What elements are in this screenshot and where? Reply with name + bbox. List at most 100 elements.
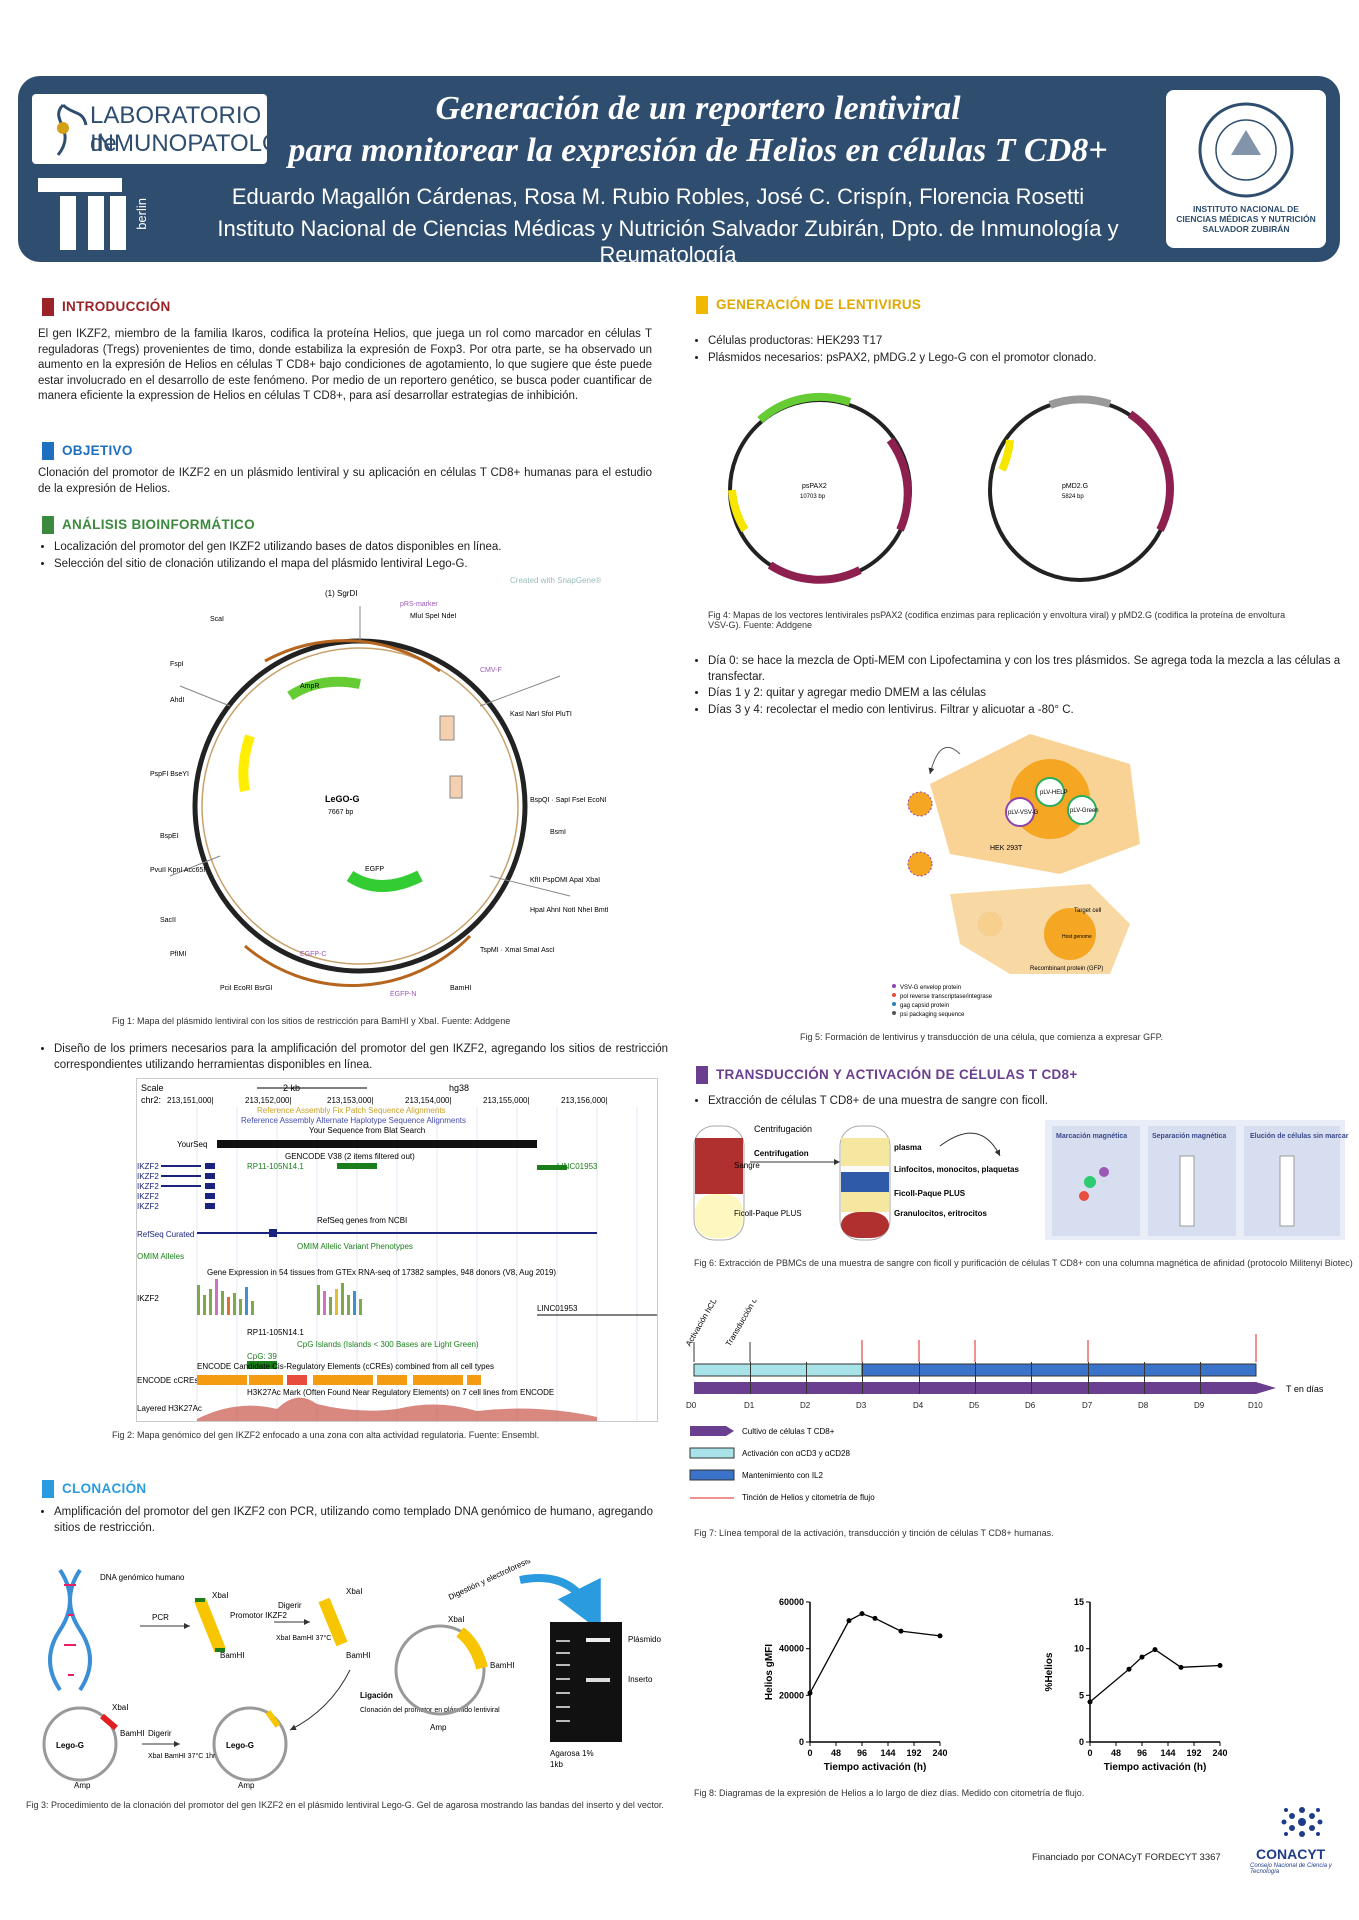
recomb-label: Recombinant protein (GFP) — [1030, 966, 1103, 972]
x-tick-label: 96 — [1137, 1748, 1147, 1758]
x-tick-label: 96 — [857, 1748, 867, 1758]
xbai-label: XbaI — [112, 1703, 128, 1712]
browser-coord: 213,154,000| — [405, 1096, 452, 1105]
track-label: Your Sequence from Blat Search — [309, 1126, 425, 1135]
pmd2g-label: pMD2.G — [1062, 483, 1088, 490]
svg-text:CMV-F: CMV-F — [480, 667, 502, 674]
y-tick-label: 20000 — [779, 1690, 804, 1700]
y-tick-label: 15 — [1074, 1597, 1084, 1607]
browser-scale-label: Scale — [141, 1083, 164, 1093]
incmnsz-logo: INSTITUTO NACIONAL DE CIENCIAS MÉDICAS Y… — [1166, 90, 1326, 248]
transduccion-bullets: Extracción de células T CD8+ de una mues… — [692, 1094, 1348, 1111]
bamhi-label: BamHI — [220, 1651, 244, 1660]
track-label: GENCODE V38 (2 items filtered out) — [285, 1152, 415, 1161]
linfocitos-label: Linfocitos, monocitos, plaquetas — [894, 1165, 1019, 1174]
y-tick-label: 5 — [1079, 1690, 1084, 1700]
lego-label: Lego-G — [226, 1741, 254, 1750]
x-tick-label: 0 — [1087, 1748, 1092, 1758]
primer-bullet-item: Diseño de los primers necesarios para la… — [54, 1042, 668, 1073]
svg-text:KfII PspOMI ApaI XbaI: KfII PspOMI ApaI XbaI — [530, 877, 600, 884]
mag-step-label: Separación magnética — [1152, 1133, 1226, 1140]
x-tick-label: 240 — [1212, 1748, 1227, 1758]
browser-assembly: hg38 — [449, 1083, 469, 1093]
data-point — [1087, 1699, 1093, 1705]
x-axis-label: Tiempo activación (h) — [824, 1762, 927, 1773]
lab-logo-line2: INMUNOPATOLOGÍA — [90, 130, 323, 157]
clonacion-bar — [42, 1480, 54, 1498]
analisis-bullets: Localización del promotor del gen IKZF2 … — [38, 540, 668, 573]
clonacion-heading: CLONACIÓN — [62, 1481, 147, 1496]
svg-text:PfIMI: PfIMI — [170, 951, 186, 958]
y-tick-label: 60000 — [779, 1597, 804, 1607]
title-line1: Generación de un reportero lentiviral — [435, 90, 961, 127]
gene-label: LINC01953 — [537, 1304, 578, 1313]
plasmid-size-label: 7667 bp — [328, 809, 353, 816]
track-label: OMIM Allelic Variant Phenotypes — [297, 1242, 413, 1251]
track-left-label: RefSeq Curated — [137, 1230, 194, 1239]
track-label: H3K27Ac Mark (Often Found Near Regulator… — [247, 1388, 554, 1397]
track-left-label: OMIM Alleles — [137, 1252, 184, 1261]
data-point — [807, 1690, 813, 1696]
authors: Eduardo Magallón Cárdenas, Rosa M. Rubio… — [231, 184, 1085, 209]
svg-text:BamHI: BamHI — [450, 985, 471, 992]
fig5-lentivirus-cycle: pLV-VSV-G pLV-HELP pLV-Green HEK 293T Ta… — [890, 724, 1150, 1024]
lentivirus-step: Días 1 y 2: quitar y agregar medio DMEM … — [708, 686, 1348, 702]
x-tick-label: 144 — [1160, 1748, 1175, 1758]
institution: Instituto Nacional de Ciencias Médicas y… — [217, 216, 1119, 267]
track-label: ENCODE Candidate Cis-Regulatory Elements… — [197, 1362, 494, 1371]
pcr-label: PCR — [152, 1613, 169, 1622]
x-tick-label: 240 — [932, 1748, 947, 1758]
timeline-day: D7 — [1082, 1401, 1093, 1410]
tu-logo-text: berlin — [134, 198, 149, 230]
data-point — [1217, 1662, 1223, 1668]
gene-label: RP11-105N14.1 — [247, 1328, 304, 1337]
x-tick-label: 48 — [831, 1748, 841, 1758]
svg-text:AmpR: AmpR — [300, 683, 319, 690]
svg-text:EGFP: EGFP — [365, 866, 384, 873]
track-left-label: ENCODE cCREs — [137, 1376, 198, 1385]
poster-header: LABORATORIO de INMUNOPATOLOGÍA berlin Ge… — [18, 76, 1340, 267]
pmd2g-size: 5824 bp — [1062, 494, 1084, 500]
timeline-day: D9 — [1194, 1401, 1205, 1410]
bamhi-label: BamHI — [490, 1661, 514, 1670]
data-point — [1126, 1666, 1132, 1672]
hek-label: HEK 293T — [990, 845, 1023, 852]
data-point — [872, 1615, 878, 1621]
timeline-day: D1 — [744, 1401, 755, 1410]
track-left-label: IKZF2 — [137, 1294, 159, 1303]
svg-text:BspEI: BspEI — [160, 833, 179, 840]
svg-text:PspFI BseYI: PspFI BseYI — [150, 771, 189, 778]
fig6-caption: Fig 6: Extracción de PBMCs de una muestr… — [694, 1258, 1353, 1268]
dna-label: DNA genómico humano — [100, 1573, 185, 1582]
legend-item: pol reverse transcriptase/integrase — [900, 994, 993, 1000]
funding-text: Financiado por CONACyT FORDECYT 3367 — [1032, 1852, 1221, 1863]
fig7-caption: Fig 7: Línea temporal de la activación, … — [694, 1528, 1054, 1538]
browser-coord: 213,156,000| — [561, 1096, 608, 1105]
lentivirus-bullet: Células productoras: HEK293 T17 — [708, 334, 1348, 350]
timeline-day: D5 — [969, 1401, 980, 1410]
fig1-caption: Fig 1: Mapa del plásmido lentiviral con … — [112, 1016, 511, 1026]
fig5-caption: Fig 5: Formación de lentivirus y transdu… — [800, 1032, 1164, 1042]
amp-label: Amp — [238, 1781, 255, 1790]
svg-text:PciI EcoRI BsrGI: PciI EcoRI BsrGI — [220, 985, 273, 992]
lab-logo-line1: LABORATORIO de — [90, 102, 262, 157]
track-left-label: IKZF2 — [137, 1162, 159, 1171]
plasma-label: plasma — [894, 1143, 922, 1152]
snapgene-label: Created with SnapGene® — [510, 576, 602, 585]
bamhi-label: BamHI — [120, 1729, 144, 1738]
svg-text:(1) SgrDI: (1) SgrDI — [325, 589, 357, 598]
xbai-label: XbaI — [212, 1591, 228, 1600]
track-left-label: IKZF2 — [137, 1182, 159, 1191]
svg-text:SacII: SacII — [160, 917, 176, 924]
gene-label: LINC01953 — [557, 1162, 598, 1171]
x-tick-label: 192 — [1186, 1748, 1201, 1758]
lentivirus-bar — [696, 296, 708, 314]
incmnsz-logo-text: INSTITUTO NACIONAL DE CIENCIAS MÉDICAS Y… — [1176, 204, 1316, 234]
svg-text:TspMI · XmaI SmaI AscI: TspMI · XmaI SmaI AscI — [480, 947, 555, 954]
series-line — [809, 1612, 941, 1694]
y-axis-label: %Helios — [1044, 1652, 1055, 1691]
host-label: Host genome — [1062, 934, 1092, 940]
timeline-top-label: Activación hCD8s — [686, 1300, 723, 1348]
svg-text:HpaI AhnI NotI NheI BmtI: HpaI AhnI NotI NheI BmtI — [530, 907, 609, 914]
